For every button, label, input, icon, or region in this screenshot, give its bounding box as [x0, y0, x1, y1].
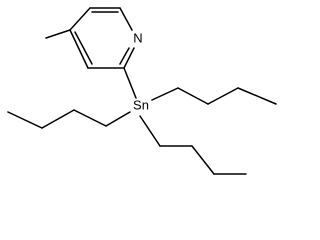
- butyl-chain-left: [7, 109, 131, 129]
- ring-bond-c1-c3: [69, 29, 89, 69]
- nitrogen-atom-label: N: [133, 30, 142, 45]
- ring-bond-c1-c3-inner: [74, 31, 93, 65]
- tin-atom-label: Sn: [133, 97, 149, 112]
- ring-bond-c5-n: [119, 7, 133, 31]
- ring-bond-c3-c4: [69, 7, 91, 31]
- ring-to-tin-bond: [123, 67, 137, 99]
- butyl-chain-bottom: [139, 115, 247, 175]
- ring-bond-n-c2: [123, 47, 135, 69]
- methyl-bond: [45, 29, 71, 39]
- pyridine-ring: [69, 7, 135, 69]
- ring-bond-n-c2-inner: [119, 47, 130, 65]
- chemical-structure-diagram: N Sn: [7, 7, 277, 175]
- butyl-chain-right: [151, 87, 277, 105]
